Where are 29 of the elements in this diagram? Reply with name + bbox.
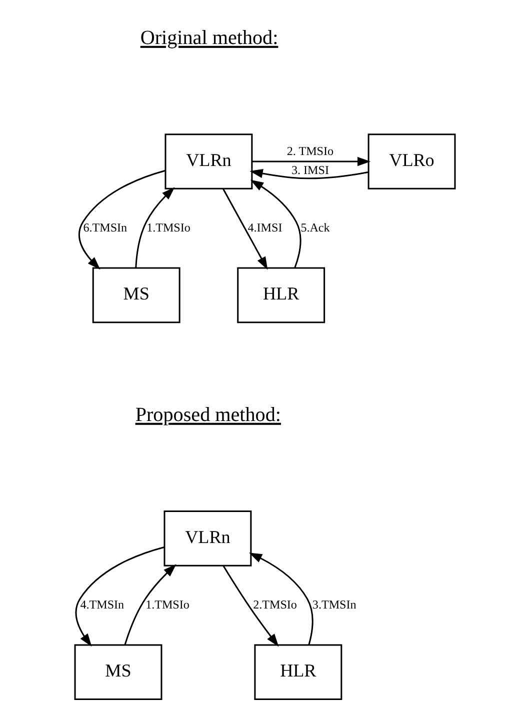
edge-label: 1.TMSIo xyxy=(146,220,190,234)
arrow xyxy=(78,170,166,270)
label: Proposed method: xyxy=(135,404,282,426)
arrow xyxy=(250,180,302,268)
arrow xyxy=(252,156,371,166)
node-box: VLRn xyxy=(164,510,252,566)
node-box: MS xyxy=(74,644,162,700)
node-box: HLR xyxy=(237,267,326,324)
arrow xyxy=(75,546,165,647)
arrow xyxy=(222,565,279,647)
node-box: VLRn xyxy=(164,134,253,190)
arrow xyxy=(248,552,314,646)
edge-label: 1.TMSIo xyxy=(146,597,190,612)
edge-label: 6.TMSIn xyxy=(83,220,128,234)
edge-label: 2. TMSIo xyxy=(286,144,334,158)
arrow xyxy=(222,188,268,270)
edge-label: 4.IMSI xyxy=(248,220,282,234)
edge-label: 5.Ack xyxy=(300,220,330,234)
edge-label: 3.TMSIn xyxy=(312,597,356,612)
edge-label: 3. IMSI xyxy=(291,163,329,178)
node-box: VLRo xyxy=(368,134,456,190)
node-box: MS xyxy=(92,267,180,324)
arrow xyxy=(124,564,176,645)
edge-label: 2.TMSIo xyxy=(253,597,297,612)
label: Original method: xyxy=(140,26,278,49)
edge-label: 4.TMSIn xyxy=(80,597,124,612)
arrow xyxy=(250,169,369,180)
node-box: HLR xyxy=(254,644,342,700)
arrow xyxy=(135,187,175,268)
